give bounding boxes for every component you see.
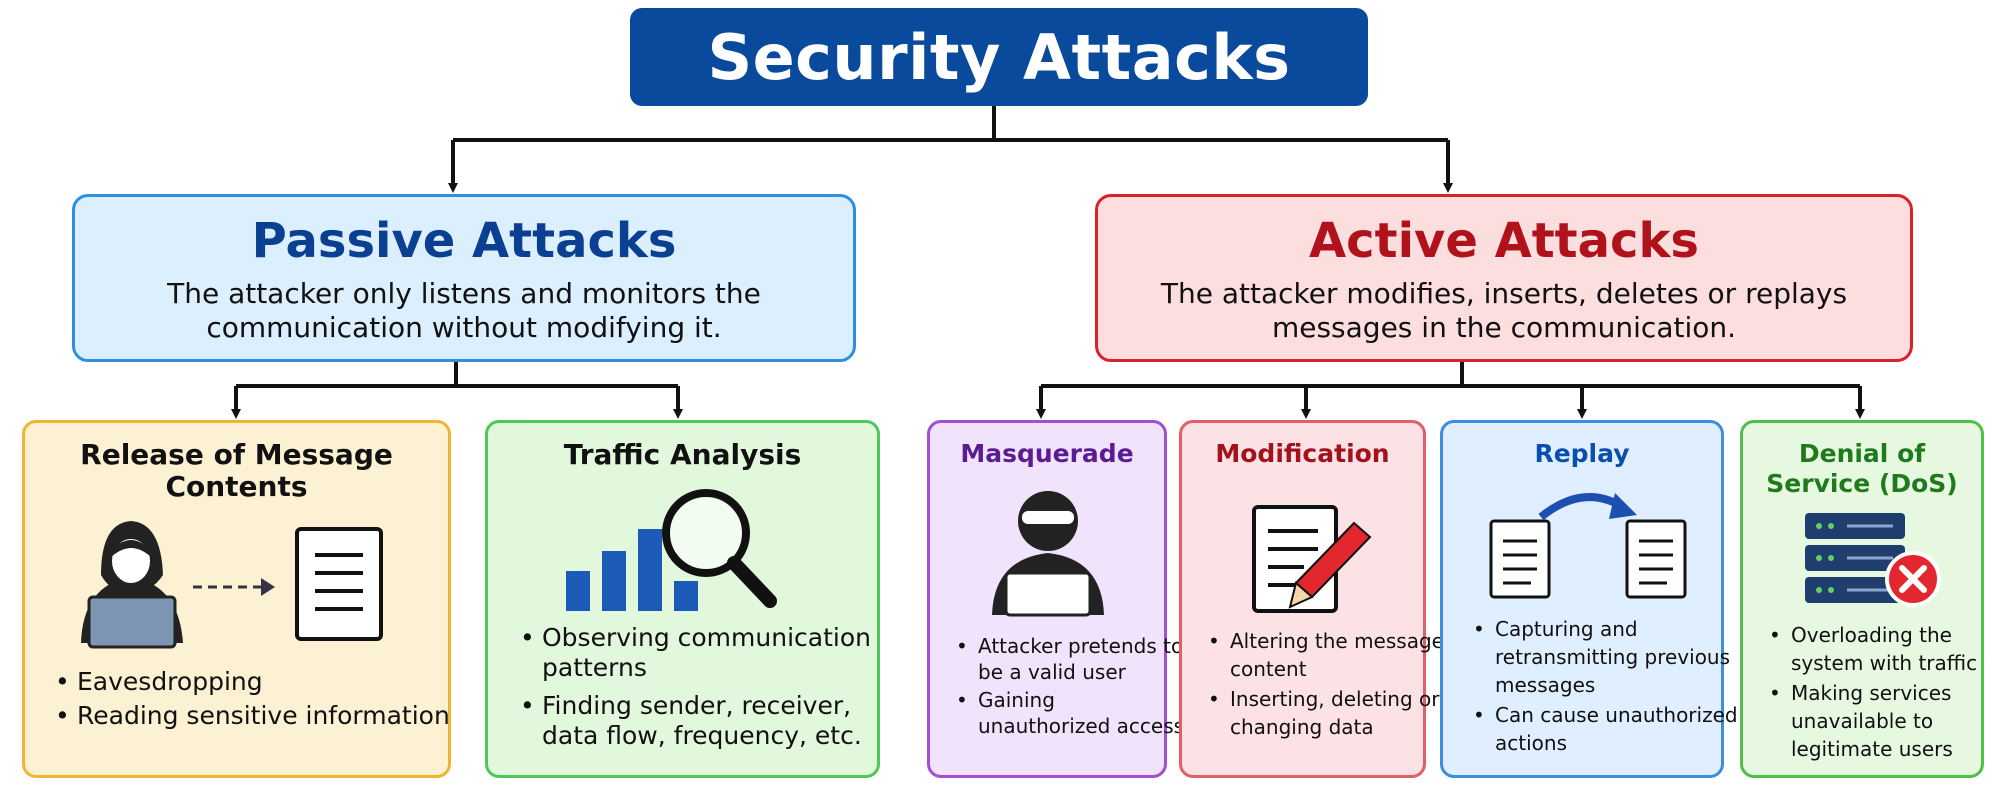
denial-of-service-illustration — [1805, 513, 1941, 607]
diagram-title-box: Security Attacks — [630, 8, 1368, 106]
list-item: Making services unavailable to legitimat… — [1769, 679, 1997, 763]
card-title: Masquerade — [960, 439, 1134, 468]
passive-attacks-box: Passive Attacks The attacker only listen… — [72, 194, 856, 362]
document-icon — [1625, 519, 1687, 599]
passive-attacks-title: Passive Attacks — [251, 213, 677, 269]
passive-attacks-description: The attacker only listens and monitors t… — [167, 277, 761, 344]
list-item: Can cause unauthorized actions — [1473, 701, 1745, 757]
bullet-list: Observing communication patterns Finding… — [516, 623, 902, 759]
list-item: Gaining unauthorized access — [956, 687, 1188, 739]
modification-illustration — [1252, 505, 1372, 613]
hooded-hacker-icon — [81, 521, 183, 649]
traffic-analysis-card: Traffic Analysis Observing communication… — [485, 420, 880, 778]
card-title: Release of Message Contents — [80, 438, 393, 503]
card-title: Replay — [1534, 439, 1630, 468]
masked-hacker-icon — [992, 491, 1104, 617]
diagram-title: Security Attacks — [707, 20, 1291, 94]
bullet-list: Eavesdropping Reading sensitive informat… — [51, 665, 467, 733]
bar-chart-icon — [566, 529, 698, 611]
list-item: Inserting, deleting or changing data — [1208, 685, 1450, 741]
masquerade-illustration — [992, 491, 1104, 617]
denial-of-service-card: Denial of Service (DoS) Overloading the … — [1740, 420, 1984, 778]
list-item: Overloading the system with traffic — [1769, 621, 1997, 677]
active-attacks-box: Active Attacks The attacker modifies, in… — [1095, 194, 1913, 362]
active-attacks-title: Active Attacks — [1309, 213, 1699, 269]
active-attacks-description: The attacker modifies, inserts, deletes … — [1160, 277, 1848, 344]
list-item: Attacker pretends to be a valid user — [956, 633, 1188, 685]
masquerade-card: Masquerade Attacker pretends to be a val… — [927, 420, 1184, 778]
document-icon — [1489, 519, 1551, 599]
release-of-message-contents-card: Release of Message Contents Eavesdroppin… — [22, 420, 451, 778]
document-icon — [295, 527, 383, 641]
list-item: Capturing and retransmitting previous me… — [1473, 615, 1745, 699]
document-pencil-icon — [1252, 505, 1372, 613]
server-error-icon — [1805, 513, 1941, 607]
replay-card: Replay Capturing and retransmitting prev… — [1440, 420, 1738, 778]
bullet-list: Overloading the system with traffic Maki… — [1765, 621, 1997, 765]
card-title: Traffic Analysis — [563, 438, 802, 471]
list-item: Finding sender, receiver, data flow, fre… — [520, 691, 902, 751]
replay-arrow-icon — [1538, 493, 1637, 521]
modification-card: Modification Altering the message conten… — [1179, 420, 1444, 778]
bullet-list: Attacker pretends to be a valid user Gai… — [952, 633, 1188, 741]
card-title: Modification — [1215, 439, 1390, 468]
list-item: Reading sensitive information — [55, 699, 467, 733]
list-item: Eavesdropping — [55, 665, 467, 699]
bullet-list: Capturing and retransmitting previous me… — [1469, 615, 1745, 759]
list-item: Observing communication patterns — [520, 623, 902, 683]
magnifier-icon — [662, 489, 777, 608]
replay-illustration — [1489, 493, 1687, 599]
list-item: Altering the message content — [1208, 627, 1450, 683]
traffic-analysis-illustration — [566, 489, 777, 611]
card-title: Denial of Service (DoS) — [1766, 439, 1958, 498]
bullet-list: Altering the message content Inserting, … — [1204, 627, 1450, 743]
eavesdropping-illustration — [81, 521, 383, 649]
